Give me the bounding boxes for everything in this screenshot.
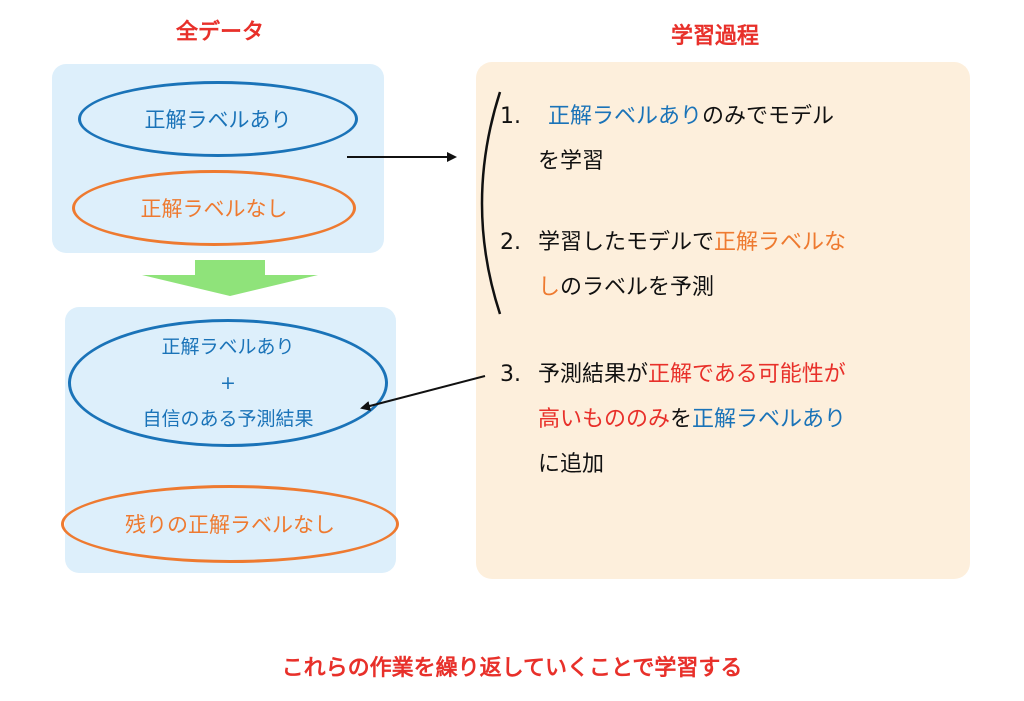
step-1-number: 1. bbox=[500, 104, 521, 129]
bracket-curve bbox=[480, 91, 502, 315]
remaining-label: 残りの正解ラベルなし bbox=[125, 513, 335, 537]
all-data-panel: 正解ラベルあり 正解ラベルなし bbox=[52, 64, 384, 253]
step-3-part-4: を bbox=[670, 407, 693, 432]
step-3-part-1: 予測結果が bbox=[538, 362, 649, 387]
labeled-label: 正解ラベルあり bbox=[144, 108, 292, 132]
step-3-number: 3. bbox=[500, 362, 521, 387]
step-3-part-5: 正解ラベルあり bbox=[692, 407, 847, 432]
learning-process-panel bbox=[476, 62, 970, 579]
step-3-part-2: 正解である可能性が bbox=[648, 362, 846, 387]
step-1-text: 正解ラベルありのみでモデル を学習 bbox=[538, 94, 938, 184]
step-3-part-3: 高いもののみ bbox=[538, 407, 671, 432]
footer-note: これらの作業を繰り返していくことで学習する bbox=[281, 656, 743, 681]
combined-plus: + bbox=[220, 372, 236, 394]
down-arrow-icon bbox=[142, 260, 318, 296]
result-panel: 正解ラベルあり + 自信のある予測結果 残りの正解ラベルなし bbox=[61, 307, 399, 573]
remaining-ellipse: 残りの正解ラベルなし bbox=[61, 485, 399, 563]
step-2-part-4: のラベルを予測 bbox=[560, 275, 715, 300]
all-data-heading: 全データ bbox=[175, 20, 264, 45]
step-1-part-2: のみでモデル bbox=[702, 104, 835, 129]
step-2-part-2: 正解ラベルな bbox=[714, 230, 847, 255]
step-2-part-1: 学習したモデルで bbox=[538, 230, 715, 255]
unlabeled-label: 正解ラベルなし bbox=[140, 197, 288, 221]
step-1-part-1: 正解ラベルあり bbox=[548, 104, 703, 129]
unlabeled-ellipse: 正解ラベルなし bbox=[72, 170, 356, 246]
step-2-number: 2. bbox=[500, 230, 521, 255]
step-2-text: 学習したモデルで正解ラベルな しのラベルを予測 bbox=[538, 220, 938, 310]
learning-process-heading: 学習過程 bbox=[670, 24, 759, 49]
combined-line1: 正解ラベルあり bbox=[161, 336, 295, 358]
step-1-part-3: を学習 bbox=[538, 149, 605, 174]
labeled-ellipse: 正解ラベルあり bbox=[78, 81, 358, 157]
combined-line2: 自信のある予測結果 bbox=[142, 408, 314, 430]
step-2-part-3: し bbox=[538, 275, 561, 300]
combined-ellipse: 正解ラベルあり + 自信のある予測結果 bbox=[68, 319, 388, 447]
step-3-part-6: に追加 bbox=[538, 452, 605, 477]
step-3-text: 予測結果が正解である可能性が 高いもののみを正解ラベルあり に追加 bbox=[538, 352, 938, 487]
